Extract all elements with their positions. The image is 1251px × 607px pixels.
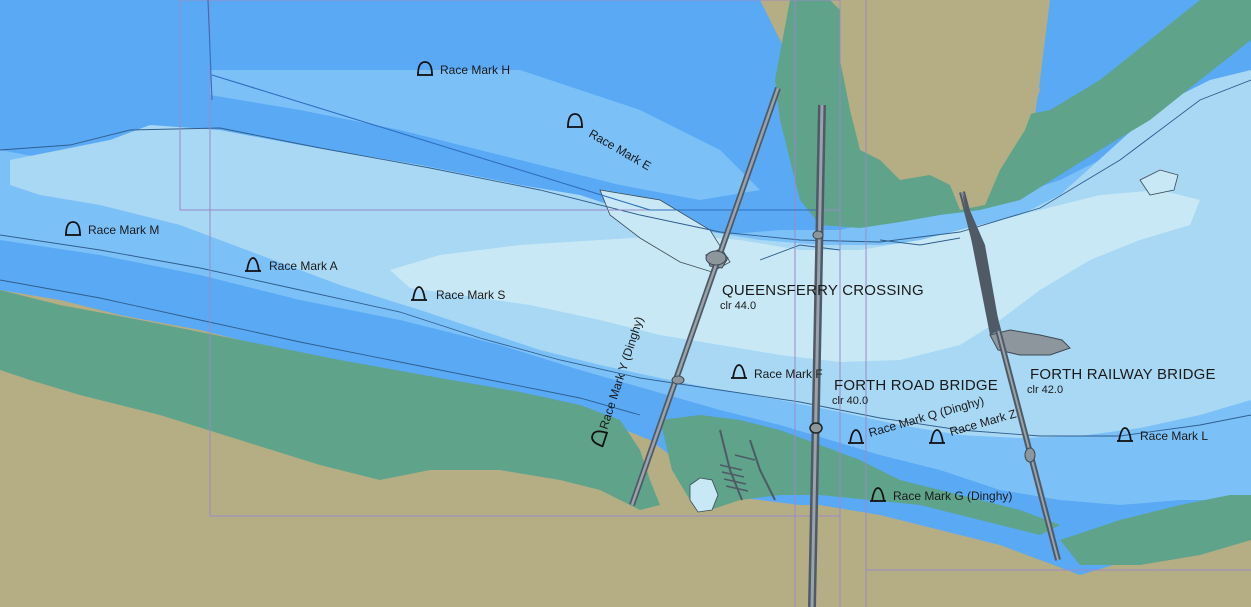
- south-land: [0, 370, 1251, 607]
- queensferry-crossing-bridge: [629, 87, 781, 506]
- race-mark-f-label: Race Mark F: [754, 367, 823, 381]
- forth-railway-bridge: [959, 191, 1061, 561]
- race-mark-f[interactable]: Race Mark F: [731, 364, 823, 381]
- queensferry-crossing-clearance: clr 44.0: [720, 300, 756, 312]
- bell-buoy-icon: [731, 364, 747, 379]
- forth-railway-bridge-clearance: clr 42.0: [1027, 384, 1063, 396]
- forth-road-bridge-clearance: clr 40.0: [832, 395, 868, 407]
- bell-buoy-icon: [567, 113, 583, 128]
- bell-buoy-icon: [1117, 427, 1133, 442]
- forth-railway-bridge-name: FORTH RAILWAY BRIDGE: [1030, 366, 1216, 383]
- bell-buoy-icon: [245, 257, 261, 272]
- channel-band: [210, 70, 760, 200]
- race-mark-l[interactable]: Race Mark L: [1117, 427, 1208, 443]
- bell-buoy-icon: [417, 61, 433, 76]
- intertidal-south: [0, 290, 660, 510]
- race-mark-h[interactable]: Race Mark H: [417, 61, 510, 77]
- race-mark-a-label: Race Mark A: [269, 259, 338, 273]
- race-mark-h-label: Race Mark H: [440, 63, 510, 77]
- race-mark-g[interactable]: Race Mark G (Dinghy): [870, 487, 1012, 503]
- harbour-breakwater: [719, 429, 776, 501]
- intertidal-harbour: [660, 415, 1060, 535]
- marina-pontoons: [719, 454, 756, 492]
- harbour-pier: [689, 477, 719, 513]
- bell-buoy-icon: [65, 221, 81, 236]
- bell-buoy-icon: [591, 430, 609, 448]
- bell-buoy-icon: [848, 429, 864, 444]
- bell-buoy-icon: [411, 286, 427, 301]
- race-mark-l-label: Race Mark L: [1140, 429, 1208, 443]
- bell-buoy-icon: [929, 429, 945, 444]
- race-mark-m-label: Race Mark M: [88, 223, 159, 237]
- race-mark-s[interactable]: Race Mark S: [411, 286, 505, 302]
- intertidal-east: [1060, 495, 1251, 565]
- race-mark-g-label: Race Mark G (Dinghy): [893, 489, 1012, 503]
- race-mark-s-label: Race Mark S: [436, 288, 505, 302]
- race-mark-a[interactable]: Race Mark A: [245, 257, 338, 273]
- bell-buoy-icon: [870, 487, 886, 502]
- queensferry-crossing-name: QUEENSFERRY CROSSING: [722, 282, 924, 299]
- forth-road-bridge: [808, 104, 826, 607]
- race-mark-m[interactable]: Race Mark M: [65, 221, 159, 237]
- chart-limit-lines: [179, 0, 1251, 607]
- north-land: [840, 0, 1040, 210]
- forth-road-bridge-name: FORTH ROAD BRIDGE: [834, 377, 998, 394]
- north-bay: [1139, 169, 1179, 196]
